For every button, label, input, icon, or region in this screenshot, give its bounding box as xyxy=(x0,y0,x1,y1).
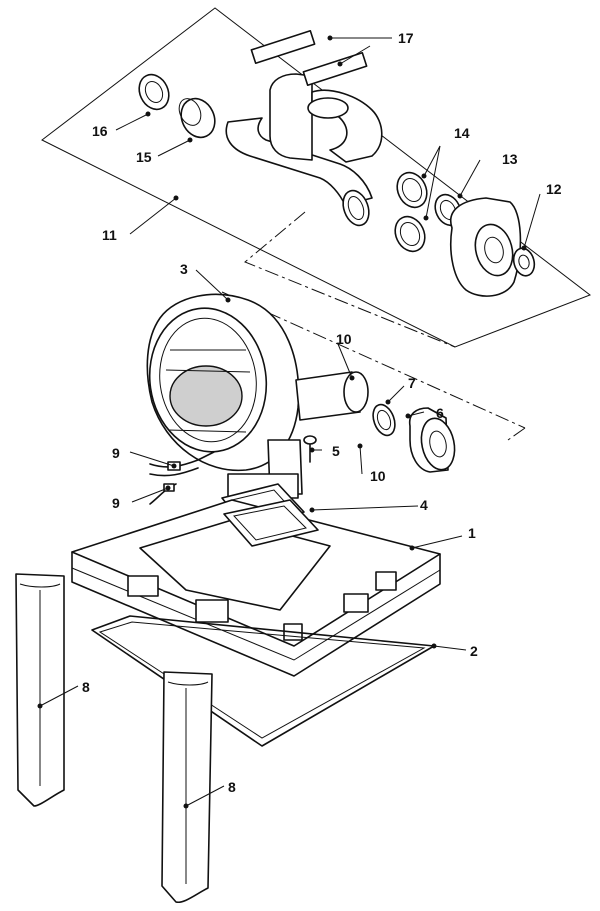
callout-13: 12 xyxy=(546,181,562,197)
callout-10-top: 10 xyxy=(336,331,352,347)
callout-12: 13 xyxy=(502,151,518,167)
grommet-17 xyxy=(138,73,170,111)
callout-10-bottom: 10 xyxy=(370,468,386,484)
callout-14: 14 xyxy=(454,125,470,141)
seal-2 xyxy=(91,615,435,747)
cap-13 xyxy=(512,247,536,277)
blower-housing xyxy=(146,293,369,499)
bracket-8-right xyxy=(161,671,213,904)
callout-8-left: 8 xyxy=(82,679,90,695)
callout-16: 15 xyxy=(136,149,152,165)
callout-1: 1 xyxy=(468,525,476,541)
sleeve-16 xyxy=(178,97,216,139)
subassembly-frame xyxy=(41,7,592,441)
connector-6 xyxy=(408,407,456,473)
callout-9-top: 9 xyxy=(112,445,120,461)
callout-2: 2 xyxy=(470,643,478,659)
screw-5 xyxy=(303,435,317,463)
callout-4: 4 xyxy=(420,497,428,513)
base-plate xyxy=(71,499,441,677)
ring-7 xyxy=(372,403,396,437)
bracket-8-left xyxy=(15,573,65,807)
air-duct xyxy=(225,29,383,227)
callout-8-right: 8 xyxy=(228,779,236,795)
callout-11: 11 xyxy=(102,227,117,243)
callout-15: 17 xyxy=(398,30,414,46)
callout-leaders xyxy=(37,35,541,809)
callout-9-bottom: 9 xyxy=(112,495,120,511)
callout-7: 7 xyxy=(408,375,416,391)
hose-clamps-14 xyxy=(394,171,428,253)
callout-3: 3 xyxy=(180,261,188,277)
filter-housing xyxy=(449,197,522,297)
callout-17: 16 xyxy=(92,123,108,139)
callout-labels: 17 16 15 14 13 12 11 3 10 7 6 5 10 9 9 4… xyxy=(82,30,562,795)
callout-5: 5 xyxy=(332,443,340,459)
callout-6: 6 xyxy=(436,405,444,421)
